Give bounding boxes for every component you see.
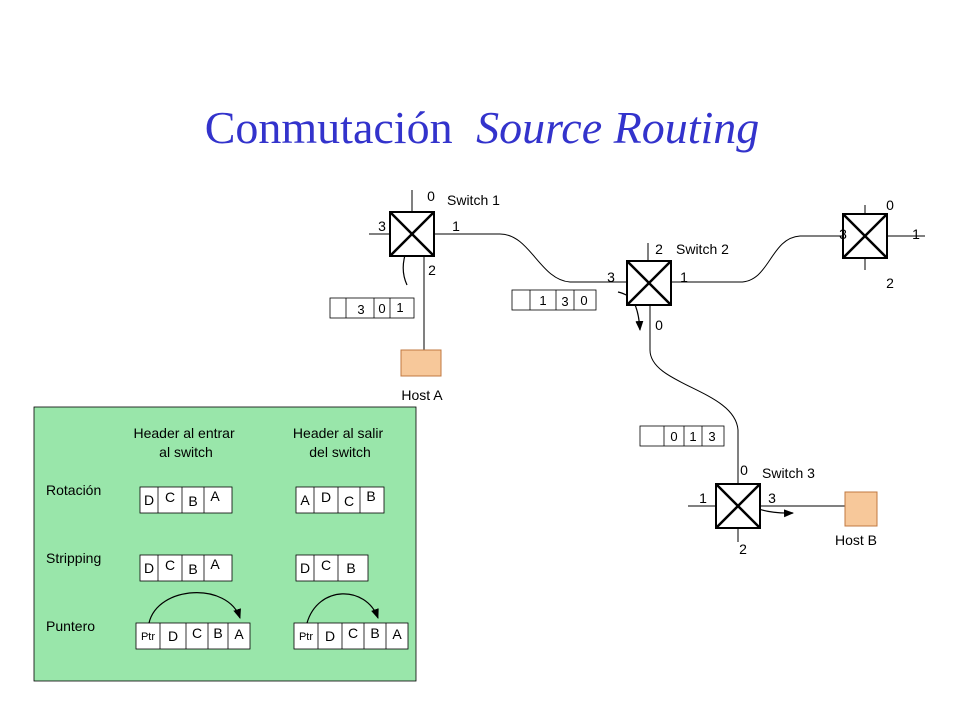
switch-1-port-right: 1 <box>452 218 460 234</box>
switch-3-port-right: 3 <box>768 490 776 506</box>
switch-unnamed-port-bottom: 2 <box>886 275 894 291</box>
row-label-rotacion: Rotación <box>46 482 101 498</box>
header-switch-1-out <box>511 289 597 311</box>
switch-1-port-left: 3 <box>378 218 386 234</box>
puntero-in-cell-2: B <box>213 625 222 641</box>
stripping-out-cell-1: C <box>321 557 331 573</box>
header-host-a-cell-1: 0 <box>378 301 385 316</box>
host-a-label: Host A <box>401 387 443 403</box>
rotacion-in-cell-0: D <box>144 492 154 508</box>
header-host-a-cell-2: 1 <box>396 300 403 315</box>
host-a: Host A <box>400 349 443 403</box>
stripping-out-cell-0: D <box>300 560 310 576</box>
header-switch-2-out <box>639 425 725 447</box>
row-label-puntero: Puntero <box>46 618 95 634</box>
puntero-out-pointer-arrow <box>306 593 379 624</box>
rotacion-out-cell-2: C <box>344 493 354 509</box>
puntero-out-cell-1: C <box>348 625 358 641</box>
header-switch-1-cell-0: 1 <box>539 293 546 308</box>
stripping-in-cell-0: D <box>144 560 154 576</box>
switch-3-label: Switch 3 <box>762 465 815 481</box>
flow-arrows <box>402 231 794 518</box>
col-in-title-line2: al switch <box>159 444 213 460</box>
stripping-in-cell-1: C <box>165 557 175 573</box>
rotacion-in-cell-3: A <box>210 488 220 504</box>
header-switch-1-cell-2: 0 <box>580 293 587 308</box>
puntero-in-cell-3: A <box>234 626 244 642</box>
title-main: Conmutación <box>205 102 453 153</box>
puntero-out-cell-0: D <box>325 628 335 644</box>
switch-unnamed-port-top: 0 <box>886 197 894 213</box>
puntero-in-header <box>135 622 251 650</box>
slide-title: Conmutación Source Routing <box>205 102 760 153</box>
stripping-in-cell-2: B <box>188 561 197 577</box>
switch-2-port-left: 3 <box>607 269 615 285</box>
puntero-in-cell-1: C <box>192 625 202 641</box>
switch-2-port-right: 1 <box>680 269 688 285</box>
puntero-out-ptr: Ptr <box>299 631 313 643</box>
puntero-out-cell-2: B <box>370 625 379 641</box>
switch-2: 2 1 0 3 Switch 2 <box>607 241 729 333</box>
stripping-out-cell-2: B <box>346 560 355 576</box>
switch-3-port-bottom: 2 <box>739 541 747 557</box>
switch-1-port-top: 0 <box>427 188 435 204</box>
stripping-in-header <box>139 554 233 582</box>
header-host-a-cell-0: 3 <box>357 302 364 317</box>
puntero-in-cell-0: D <box>168 628 178 644</box>
host-b-label: Host B <box>835 532 877 548</box>
switch-3-port-left: 1 <box>699 490 707 506</box>
switch-unnamed-port-right: 1 <box>912 226 920 242</box>
rotacion-in-cell-2: B <box>188 493 197 509</box>
switch-1-port-bottom: 2 <box>428 262 436 278</box>
stripping-in-cell-3: A <box>210 556 220 572</box>
col-out-title-line2: del switch <box>309 444 370 460</box>
network-links <box>369 190 925 542</box>
switch-2-port-top: 2 <box>655 241 663 257</box>
col-in-title: Header al entrar al switch <box>133 425 238 460</box>
title-italic: Source Routing <box>476 102 759 153</box>
col-in-title-line1: Header al entrar <box>133 425 235 441</box>
header-types-panel: Header al entrar al switch Header al sal… <box>33 406 417 682</box>
rotacion-out-cell-3: B <box>366 488 375 504</box>
rotacion-out-header <box>295 486 385 514</box>
rotacion-out-cell-0: A <box>300 492 310 508</box>
header-switch-2-cell-1: 1 <box>689 429 696 444</box>
rotacion-in-cell-1: C <box>165 489 175 505</box>
rotacion-out-cell-1: D <box>321 489 331 505</box>
switch-unnamed: 0 1 2 3 <box>839 197 920 291</box>
col-out-title-line1: Header al salir <box>293 425 384 441</box>
puntero-out-cell-3: A <box>392 626 402 642</box>
switch-1-label: Switch 1 <box>447 192 500 208</box>
switch-1: 0 1 2 3 Switch 1 <box>378 188 500 278</box>
puntero-in-ptr: Ptr <box>141 631 155 643</box>
switch-3-port-top: 0 <box>740 462 748 478</box>
header-switch-1-cell-1: 3 <box>561 294 568 309</box>
puntero-out-header <box>293 622 409 650</box>
switch-2-port-bottom: 0 <box>655 317 663 333</box>
header-host-a <box>329 297 415 319</box>
col-out-title: Header al salir del switch <box>293 425 387 460</box>
header-switch-2-cell-2: 3 <box>708 429 715 444</box>
puntero-in-pointer-arrow <box>148 592 241 624</box>
switch-3: 0 3 2 1 Switch 3 <box>699 462 815 557</box>
rotacion-in-header <box>139 486 233 514</box>
switch-2-label: Switch 2 <box>676 241 729 257</box>
row-label-stripping: Stripping <box>46 550 101 566</box>
switch-unnamed-port-left: 3 <box>839 226 847 242</box>
header-switch-2-cell-0: 0 <box>670 429 677 444</box>
stripping-out-header <box>295 554 369 582</box>
host-b: Host B <box>835 491 878 548</box>
